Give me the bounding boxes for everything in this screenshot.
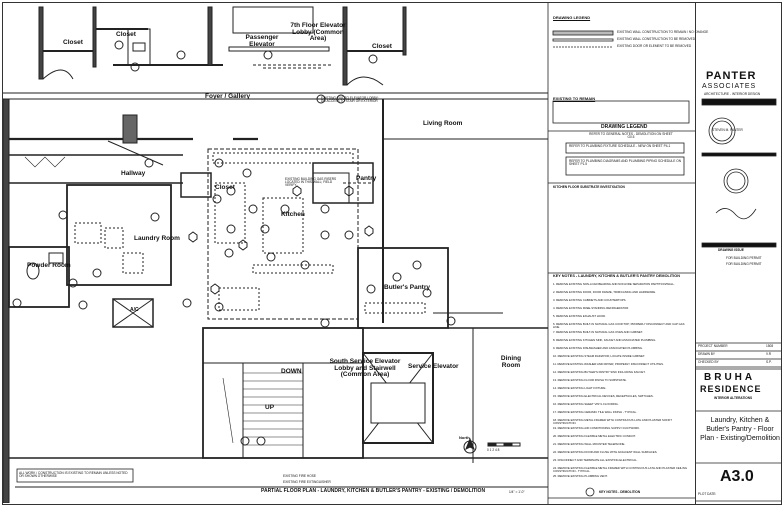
refer-general-notes: REFER TO GENERAL NOTES - DEMOLITION ON S… (589, 132, 673, 140)
keynote-item: 20. REMOVE EXISTING FLEXIBLE METAL ELECT… (553, 434, 636, 438)
keynote-item: 18. REMOVE EXISTING METAL FRAMED WITH CO… (553, 418, 672, 425)
keynote-item: 6. REMOVE EXISTING BUILT-IN NATURAL GAS … (553, 322, 685, 329)
checked-by: S.P. (766, 360, 772, 364)
keynote-item: 4. REMOVE EXISTING FREE-STANDING REFRIGE… (553, 306, 629, 310)
project-name-sub: RESIDENCE (700, 384, 762, 394)
legend-column-frame (547, 3, 695, 504)
project-number: 1508 (766, 344, 774, 348)
room-label-powder: Powder Room (27, 262, 71, 269)
keynote-item: 3. REMOVE EXISTING CABINETS AND COUNTERT… (553, 298, 627, 302)
firm-name: PANTER (706, 70, 757, 82)
substrate-investigation-title: KITCHEN FLOOR SUBSTRATE INVESTIGATION (553, 185, 625, 189)
keynote-item: 24. REMOVE EXISTING FLEXIBLE METAL FRAME… (553, 466, 688, 473)
general-work-note: ALL WORK / CONSTRUCTION IS EXISTING TO R… (19, 471, 128, 479)
room-label-dining: Dining Room (500, 355, 522, 369)
legend-item: EXISTING WALL CONSTRUCTION TO REMAIN / N… (617, 30, 709, 34)
room-label-butlers-pantry: Butler's Pantry (384, 284, 430, 291)
keynote-item: 23. DISCONNECT AND TERMINATE ALL EXISTIN… (553, 458, 638, 462)
firm-name-sub: ASSOCIATES (702, 83, 757, 90)
room-label-closet: Closet (372, 43, 392, 50)
drawn-by: V.R (766, 352, 772, 356)
firm-discipline: ARCHITECTURE - INTERIOR DESIGN (704, 92, 761, 96)
drawing-legend-panel-title: DRAWING LEGEND (601, 124, 648, 130)
stair-label-up: UP (265, 404, 275, 411)
sheet-number: A3.0 (720, 468, 754, 485)
stair-label-down: DOWN (281, 368, 302, 375)
legend-item: EXISTING WALL CONSTRUCTION TO BE REMOVED (617, 37, 696, 41)
room-label-kitchen: Kitchen (281, 211, 305, 218)
keynote-item: 13. REMOVE EXISTING FLOOR FINISH TO SUBS… (553, 378, 627, 382)
room-label-south-service: South Service Elevator Lobby and Stairwe… (329, 358, 401, 378)
room-label-service-elevator: Service Elevator (408, 363, 459, 370)
keynotes-footer: KEY NOTES - DEMOLITION (599, 490, 641, 494)
room-label-closet: Closet (215, 184, 235, 191)
title-block-graphics (696, 98, 781, 502)
room-label-elevator-lobby: 7th Floor Elevator Lobby (Common Area) (290, 22, 346, 42)
existing-to-remain-label: EXISTING TO REMAIN (553, 96, 596, 101)
keynote-item: 25. REMOVE EXISTING PLUMBING VENT. (553, 474, 608, 478)
keynote-item: 15. REMOVE EXISTING ELECTRICAL DEVICES, … (553, 394, 654, 398)
keynote-item: 7. REMOVE EXISTING BUILT-IN NATURAL GAS … (553, 330, 643, 334)
keynote-item: 14. REMOVE EXISTING LIGHT FIXTURE. (553, 386, 607, 390)
refer-note-item: REFER TO PLUMBING FIXTURE SCHEDULE - NEW… (569, 144, 671, 148)
fire-hose-note: EXISTING FIRE HOSE (283, 474, 316, 478)
fire-extinguisher-note: EXISTING FIRE EXTINGUISHER (283, 480, 331, 484)
keynote-item: 11. REMOVE EXISTING WASHER AND DRYER; PR… (553, 362, 664, 366)
checked-by-label: CHECKED BY (698, 360, 719, 364)
room-label-passenger-elevator: Passenger Elevator (245, 34, 279, 48)
plot-date-label: PLOT DATE: (698, 492, 717, 496)
room-label-laundry: Laundry Room (134, 235, 180, 242)
issue-item: FOR BUILDING PERMIT (726, 256, 762, 260)
room-label-closet: Closet (116, 31, 136, 38)
room-label-closet: Closet (63, 39, 83, 46)
project-number-label: PROJECT NUMBER (698, 344, 728, 348)
plan-scale: 1/4" = 1'-0" (509, 490, 525, 494)
stamp-name: STEVEN M. PANTER (712, 128, 743, 132)
keynote-item: 9. REMOVE EXISTING DISHWASHER AND ASSOCI… (553, 346, 643, 350)
room-label-hallway: Hallway (121, 170, 146, 177)
refer-note-item: REFER TO PLUMBING DIAGRAMS AND PLUMBING … (569, 159, 681, 167)
sheet-description: Laundry, Kitchen & Butler's Pantry - Flo… (700, 417, 780, 442)
drawn-by-label: DRAWN BY (698, 352, 716, 356)
keynote-item: 12. REMOVE EXISTING BUTLER'S PANTRY SINK… (553, 370, 646, 374)
gas-riser-note: EXISTING BUILDING GAS RISERS LOCATED IN … (285, 177, 337, 188)
plan-title: PARTIAL FLOOR PLAN - LAUNDRY, KITCHEN & … (261, 488, 486, 494)
room-label-living-room: Living Room (423, 120, 463, 127)
keynote-item: 16. REMOVE EXISTING SHEET VINYL FLOORING… (553, 402, 619, 406)
room-label-foyer: Foyer / Gallery (205, 93, 251, 100)
keynote-item: 5. REMOVE EXISTING EXHAUST HOOD. (553, 314, 606, 318)
project-name: BRUHA (704, 372, 756, 383)
legend-item: EXISTING DOOR OR ELEMENT TO BE REMOVED (617, 44, 692, 48)
project-scope: INTERIOR ALTERATIONS (714, 396, 753, 400)
floor-plan-linework (3, 6, 548, 503)
room-label-ac: A/C (130, 307, 139, 313)
keynote-item: 17. REMOVE EXISTING CERAMIC TILE WALL FI… (553, 410, 637, 414)
scale-bar-label: 0 1 2 4 8 (487, 448, 500, 452)
drawing-legend-title: DRAWING LEGEND (553, 15, 591, 20)
keynote-item: 21. REMOVE EXISTING WALL MOUNTED TELEPHO… (553, 442, 626, 446)
keynote-item: 1. REMOVE EXISTING NON-LOAD BEARING AND … (553, 282, 675, 286)
keynote-item: 19. REMOVE EXISTING AIR CONDITIONING SUP… (553, 426, 640, 430)
keynote-item: 2. REMOVE EXISTING DOOR, DOOR FRAME, TRI… (553, 290, 656, 294)
keynote-item: 10. REMOVE EXISTING STEAM RADIATOR; LOCA… (553, 354, 646, 358)
drawing-issue-label: DRAWING ISSUE (718, 248, 744, 252)
keynote-item: 8. REMOVE EXISTING KITCHEN SINK, FAUCET … (553, 338, 657, 342)
elevator-exit-note: EXISTING EXIT TO ELEVATOR LOBBY; DO ACCE… (321, 96, 379, 104)
keynote-item: 22. REMOVE EXISTING DOOR AND FLUSH WITH … (553, 450, 658, 454)
room-label-pantry: Pantry (356, 175, 377, 182)
keynotes-title: KEY NOTES - LAUNDRY, KITCHEN & BUTLER'S … (553, 274, 680, 278)
north-arrow-label: North (459, 435, 470, 440)
issue-item: FOR BUILDING PERMIT (726, 262, 762, 266)
title-block: PANTER ASSOCIATES ARCHITECTURE - INTERIO… (695, 3, 781, 504)
